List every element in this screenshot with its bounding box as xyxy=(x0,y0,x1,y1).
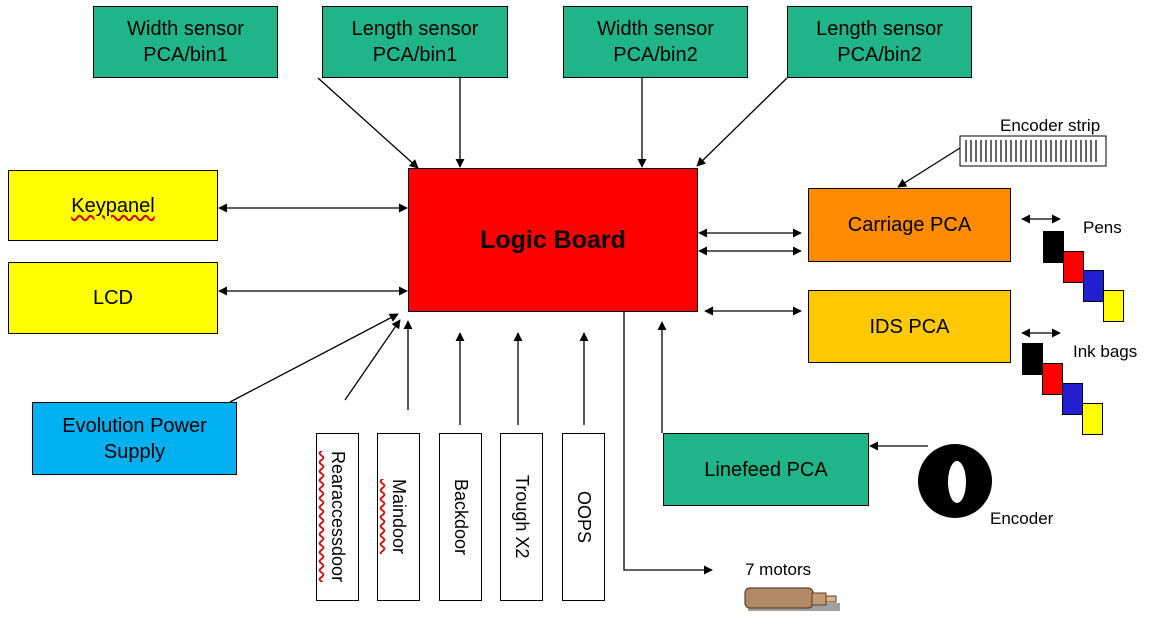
pen-blue xyxy=(1083,270,1104,302)
length-sensor-bin2-line2: PCA/bin2 xyxy=(837,44,922,66)
encoder-label: Encoder xyxy=(990,509,1054,528)
pens-label: Pens xyxy=(1083,218,1122,237)
motors-label: 7 motors xyxy=(745,560,812,579)
ink-bags-label: Ink bags xyxy=(1073,342,1138,361)
oops-sensor-box: OOPS xyxy=(562,433,605,601)
pen-red xyxy=(1063,251,1084,283)
width-sensor-bin1-line2: PCA/bin1 xyxy=(143,44,228,66)
arrow-width-bin1 xyxy=(317,77,419,169)
rearaccessdoor-label: Rearaccessdoor xyxy=(328,451,348,583)
encoder-disk-icon xyxy=(918,444,992,518)
width-sensor-bin2-line1: Width sensor xyxy=(597,18,714,40)
ink-bag-yellow xyxy=(1082,403,1103,435)
power-supply-line2: Supply xyxy=(103,440,166,463)
oops-label: OOPS xyxy=(574,490,594,543)
encoder-strip-label: Encoder strip xyxy=(1000,116,1101,135)
ink-bag-red xyxy=(1042,363,1063,395)
arrow-rearaccessdoor xyxy=(344,319,401,401)
trough-sensor-box: Trough X2 xyxy=(500,433,543,601)
motor-icon xyxy=(744,587,840,611)
lcd-box: LCD xyxy=(8,262,218,334)
power-supply-line1: Evolution Power xyxy=(62,414,207,437)
ids-pca-label: IDS PCA xyxy=(869,315,950,338)
trough-label: Trough X2 xyxy=(512,475,532,559)
ink-bag-blue xyxy=(1062,383,1083,415)
width-sensor-bin2-line2: PCA/bin2 xyxy=(613,44,698,66)
arrow-motors xyxy=(623,312,713,575)
carriage-pca-box: Carriage PCA xyxy=(808,188,1011,262)
pen-black xyxy=(1043,231,1064,263)
length-sensor-bin1-line1: Length sensor xyxy=(351,18,479,40)
pen-yellow xyxy=(1103,290,1124,322)
maindoor-sensor-box: Maindoor xyxy=(377,433,420,601)
lcd-label: LCD xyxy=(92,287,133,309)
length-sensor-bin1-line2: PCA/bin1 xyxy=(372,44,458,66)
arrow-encoder-strip xyxy=(897,147,961,188)
logic-board-label: Logic Board xyxy=(480,225,626,254)
backdoor-sensor-box: Backdoor xyxy=(439,433,482,601)
arrow-length-bin2 xyxy=(696,77,788,167)
ink-bag-black xyxy=(1022,343,1043,375)
rearaccessdoor-sensor-box: Rearaccessdoor xyxy=(316,433,359,601)
arrow-power-supply xyxy=(229,313,399,403)
backdoor-label: Backdoor xyxy=(451,478,471,556)
linefeed-pca-box: Linefeed PCA xyxy=(663,433,869,506)
ids-pca-box: IDS PCA xyxy=(808,290,1011,363)
linefeed-pca-label: Linefeed PCA xyxy=(704,458,828,481)
keypanel-label: Keypanel xyxy=(71,194,155,217)
length-sensor-bin2-line1: Length sensor xyxy=(816,18,943,40)
width-sensor-bin1-line1: Width sensor xyxy=(127,18,244,40)
maindoor-label: Maindoor xyxy=(389,479,409,555)
keypanel-box: Keypanel xyxy=(8,170,218,241)
carriage-pca-label: Carriage PCA xyxy=(847,214,972,236)
logic-board-box: Logic Board xyxy=(408,168,698,312)
encoder-strip-icon xyxy=(959,135,1107,167)
